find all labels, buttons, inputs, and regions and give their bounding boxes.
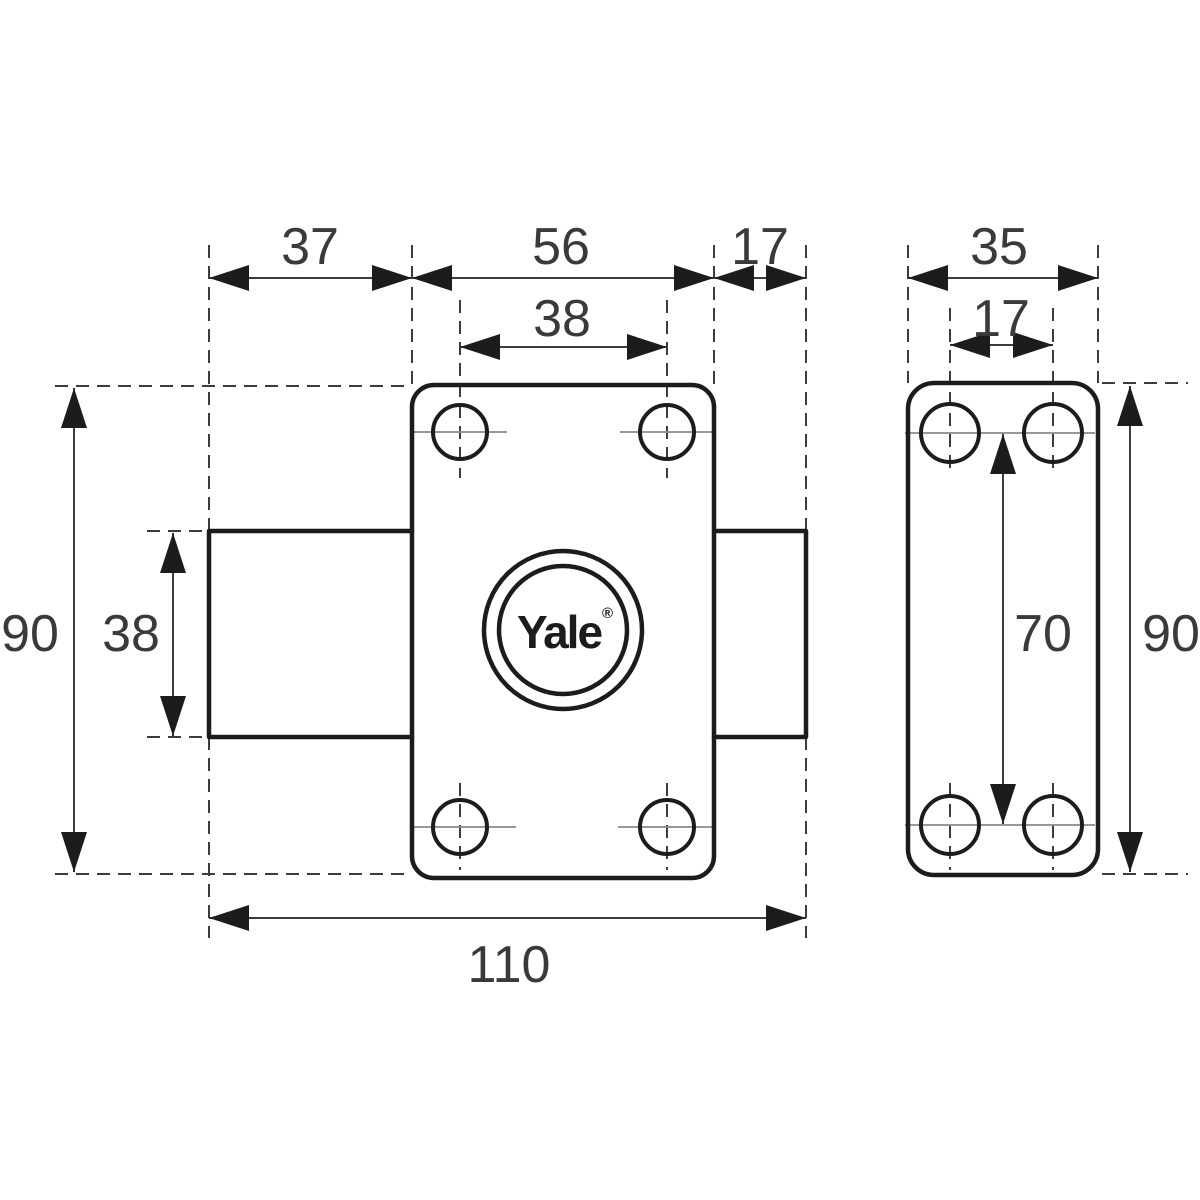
side-hole-bottom-right bbox=[1022, 794, 1084, 856]
front-mounting-holes bbox=[431, 403, 696, 856]
side-hole-top-left bbox=[919, 402, 981, 464]
dim-label-38-holes: 38 bbox=[533, 290, 591, 348]
arrowhead bbox=[1013, 332, 1053, 358]
dim-label-90-left: 90 bbox=[1, 605, 59, 663]
side-hole-top-right bbox=[1022, 402, 1084, 464]
yale-logo: Yale ® bbox=[481, 548, 645, 712]
dim-label-17-side: 17 bbox=[972, 290, 1030, 348]
mounting-hole-top-left bbox=[431, 403, 489, 461]
dim-label-90-right: 90 bbox=[1142, 605, 1200, 663]
registered-trademark-icon: ® bbox=[602, 605, 613, 622]
arrowhead bbox=[460, 334, 500, 360]
knob-inner-ring bbox=[496, 563, 630, 697]
dim-label-35: 35 bbox=[970, 218, 1028, 276]
arrowhead bbox=[766, 265, 806, 291]
side-view: 35 17 70 90 bbox=[905, 218, 1200, 878]
front-body bbox=[206, 382, 809, 881]
dim-label-38-cylinder: 38 bbox=[102, 605, 160, 663]
arrowhead bbox=[160, 696, 186, 736]
side-mounting-holes bbox=[919, 402, 1084, 856]
side-hole-bottom-left bbox=[919, 794, 981, 856]
knob-outer-ring bbox=[481, 548, 645, 712]
arrowhead bbox=[1058, 265, 1098, 291]
dim-label-110: 110 bbox=[468, 936, 551, 994]
mounting-hole-bottom-left bbox=[431, 798, 489, 856]
mounting-hole-bottom-right bbox=[638, 798, 696, 856]
brand-name: Yale bbox=[517, 606, 603, 658]
arrowhead bbox=[766, 905, 806, 931]
arrowhead bbox=[1117, 386, 1143, 426]
front-dimensions: 37 56 17 38 90 38 bbox=[1, 218, 806, 994]
arrowhead bbox=[61, 832, 87, 872]
arrowhead bbox=[1117, 832, 1143, 872]
arrowhead bbox=[714, 265, 754, 291]
side-profile-plate bbox=[905, 380, 1101, 878]
mounting-hole-top-right bbox=[638, 403, 696, 461]
arrowhead bbox=[209, 265, 249, 291]
side-extension-lines bbox=[907, 245, 1188, 875]
bolt-right bbox=[711, 528, 809, 740]
arrowhead bbox=[61, 388, 87, 428]
arrowhead bbox=[674, 265, 714, 291]
side-hole-crosshairs bbox=[905, 432, 1095, 826]
arrowhead bbox=[209, 905, 249, 931]
arrowhead bbox=[990, 434, 1016, 474]
arrowhead bbox=[412, 265, 452, 291]
lock-case-plate bbox=[409, 382, 717, 881]
arrowhead bbox=[990, 784, 1016, 824]
dim-label-17-front: 17 bbox=[731, 218, 789, 276]
dim-label-70: 70 bbox=[1014, 605, 1072, 663]
side-dimensions: 35 17 70 90 bbox=[908, 218, 1200, 872]
front-view: Yale ® 37 56 17 38 bbox=[1, 218, 809, 994]
arrowhead bbox=[627, 334, 667, 360]
side-body bbox=[905, 380, 1101, 878]
arrowhead bbox=[372, 265, 412, 291]
arrowhead bbox=[950, 332, 990, 358]
arrowhead bbox=[908, 265, 948, 291]
front-hole-crosshairs bbox=[413, 431, 716, 828]
dim-label-37: 37 bbox=[281, 218, 339, 276]
cylinder-housing-left bbox=[206, 528, 415, 740]
arrowhead bbox=[160, 533, 186, 573]
dim-label-56: 56 bbox=[532, 218, 590, 276]
